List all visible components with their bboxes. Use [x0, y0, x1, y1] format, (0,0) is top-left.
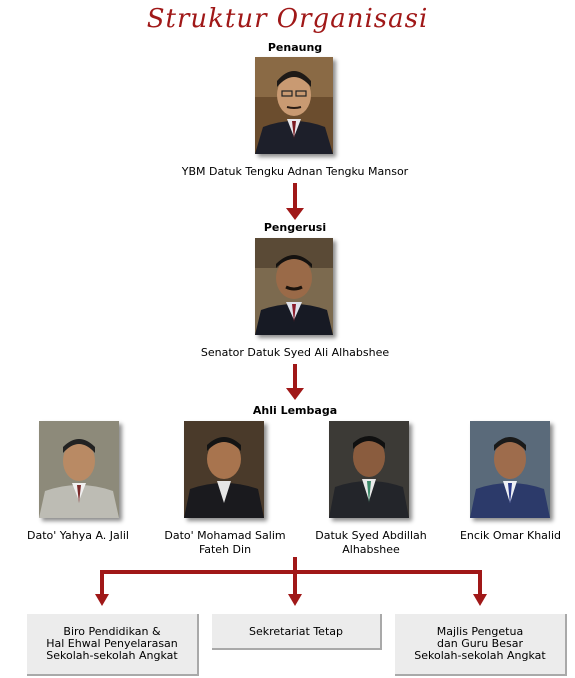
- unit-name-sekretariat: Sekretariat Tetap: [248, 625, 343, 638]
- unit-name-majlis: Majlis Pengetua dan Guru Besar Sekolah-s…: [414, 625, 546, 662]
- unit-name-biro: Biro Pendidikan & Hal Ehwal Penyelarasan…: [46, 625, 178, 662]
- chairman-name: Senator Datuk Syed Ali Alhabshee: [200, 346, 390, 359]
- board-member-photo-3: [329, 421, 409, 518]
- board-member-name-2: Dato' Mohamad Salim Fateh Din: [164, 529, 286, 556]
- unit-box-sekretariat: Sekretariat Tetap: [212, 614, 382, 650]
- patron-role: Penaung: [267, 41, 323, 54]
- chairman-photo: [255, 238, 333, 335]
- board-member-photo-4: [470, 421, 550, 518]
- board-member-photo-1: [39, 421, 119, 518]
- unit-box-biro: Biro Pendidikan & Hal Ehwal Penyelarasan…: [27, 614, 199, 676]
- patron-photo: [255, 57, 333, 154]
- chairman-role: Pengerusi: [263, 221, 327, 234]
- unit-box-majlis: Majlis Pengetua dan Guru Besar Sekolah-s…: [395, 614, 567, 676]
- unit-arrow-head-3: [473, 594, 487, 606]
- chairman-arrow-head: [286, 388, 304, 400]
- board-member-name-1: Dato' Yahya A. Jalil: [27, 529, 129, 542]
- patron-name: YBM Datuk Tengku Adnan Tengku Mansor: [181, 165, 409, 178]
- board-role: Ahli Lembaga: [252, 404, 338, 417]
- unit-arrow-head-1: [95, 594, 109, 606]
- page-title: Struktur Organisasi: [146, 4, 429, 34]
- board-member-name-4: Encik Omar Khalid: [459, 529, 562, 542]
- board-member-photo-2: [184, 421, 264, 518]
- board-member-name-3: Datuk Syed Abdillah Alhabshee: [315, 529, 427, 556]
- unit-arrow-head-2: [288, 594, 302, 606]
- patron-arrow-head: [286, 208, 304, 220]
